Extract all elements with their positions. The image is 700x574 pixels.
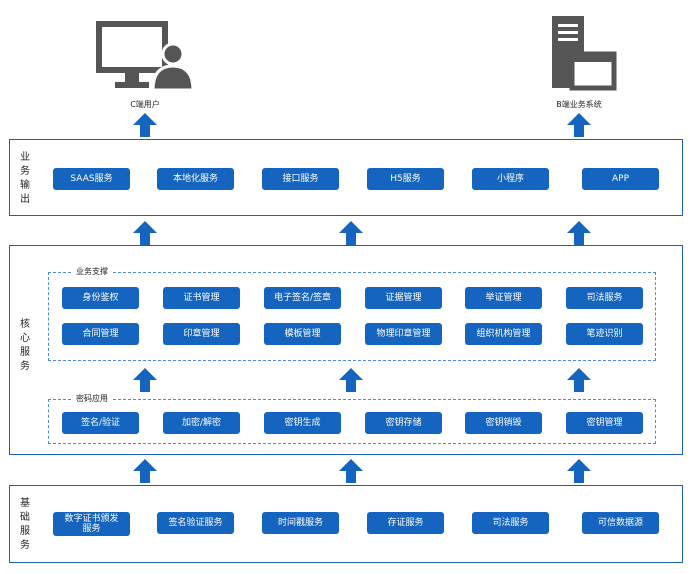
base-item-judicial: 司法服务: [472, 512, 549, 534]
arrow-up-icon: [339, 368, 363, 392]
arrow-up-icon: [339, 459, 363, 483]
business-item-org: 组织机构管理: [465, 323, 542, 345]
crypto-group: [48, 399, 656, 444]
business-item-handwriting: 笔迹识别: [566, 323, 643, 345]
arrow-up-icon: [567, 459, 591, 483]
base-layer-label: 基础服务: [20, 498, 30, 551]
base-item-trusted-source: 可信数据源: [582, 512, 659, 534]
business-item-cert: 证书管理: [163, 287, 240, 309]
business-group: [48, 272, 656, 361]
output-item-local: 本地化服务: [157, 168, 234, 190]
computer-user-icon: [96, 21, 195, 90]
arrow-up-icon: [133, 221, 157, 245]
arrow-up-icon: [133, 459, 157, 483]
business-item-contract: 合同管理: [62, 323, 139, 345]
output-item-app: APP: [582, 168, 659, 190]
base-item-sign-verify: 签名验证服务: [157, 512, 234, 534]
arrow-up-icon: [567, 113, 591, 137]
core-layer: [9, 245, 683, 455]
b-system-label: B端业务系统: [556, 100, 602, 109]
business-item-physical-seal: 物理印章管理: [365, 323, 442, 345]
crypto-item-encrypt: 加密/解密: [163, 412, 240, 434]
base-item-deposit: 存证服务: [367, 512, 444, 534]
base-item-timestamp: 时间戳服务: [262, 512, 339, 534]
output-item-h5: H5服务: [367, 168, 444, 190]
business-item-auth: 身份鉴权: [62, 287, 139, 309]
business-group-title: 业务支撑: [72, 267, 112, 277]
business-item-esign: 电子签名/签章: [264, 287, 341, 309]
crypto-item-sign: 签名/验证: [62, 412, 139, 434]
crypto-item-keystore: 密钥存储: [365, 412, 442, 434]
crypto-item-keygen: 密钥生成: [264, 412, 341, 434]
arrow-up-icon: [133, 368, 157, 392]
output-item-miniprogram: 小程序: [472, 168, 549, 190]
arrow-up-icon: [133, 113, 157, 137]
output-layer-label: 业务输出: [20, 152, 30, 205]
crypto-item-keymanage: 密钥管理: [566, 412, 643, 434]
arrow-up-icon: [567, 221, 591, 245]
base-layer: [9, 485, 683, 563]
server-window-icon: [552, 16, 617, 91]
crypto-group-title: 密码应用: [72, 394, 112, 404]
base-item-cert-issue: 数字证书颁发 服务: [53, 512, 130, 536]
output-layer: [9, 139, 683, 216]
core-layer-label: 核心服务: [20, 319, 30, 372]
output-item-saas: SAAS服务: [53, 168, 130, 190]
business-item-proof: 举证管理: [465, 287, 542, 309]
crypto-item-keydestroy: 密钥销毁: [465, 412, 542, 434]
arrow-up-icon: [567, 368, 591, 392]
c-user-label: C端用户: [130, 100, 160, 109]
output-item-api: 接口服务: [262, 168, 339, 190]
business-item-evidence: 证据管理: [365, 287, 442, 309]
business-item-template: 模板管理: [264, 323, 341, 345]
business-item-judicial: 司法服务: [566, 287, 643, 309]
business-item-seal: 印章管理: [163, 323, 240, 345]
arrow-up-icon: [339, 221, 363, 245]
